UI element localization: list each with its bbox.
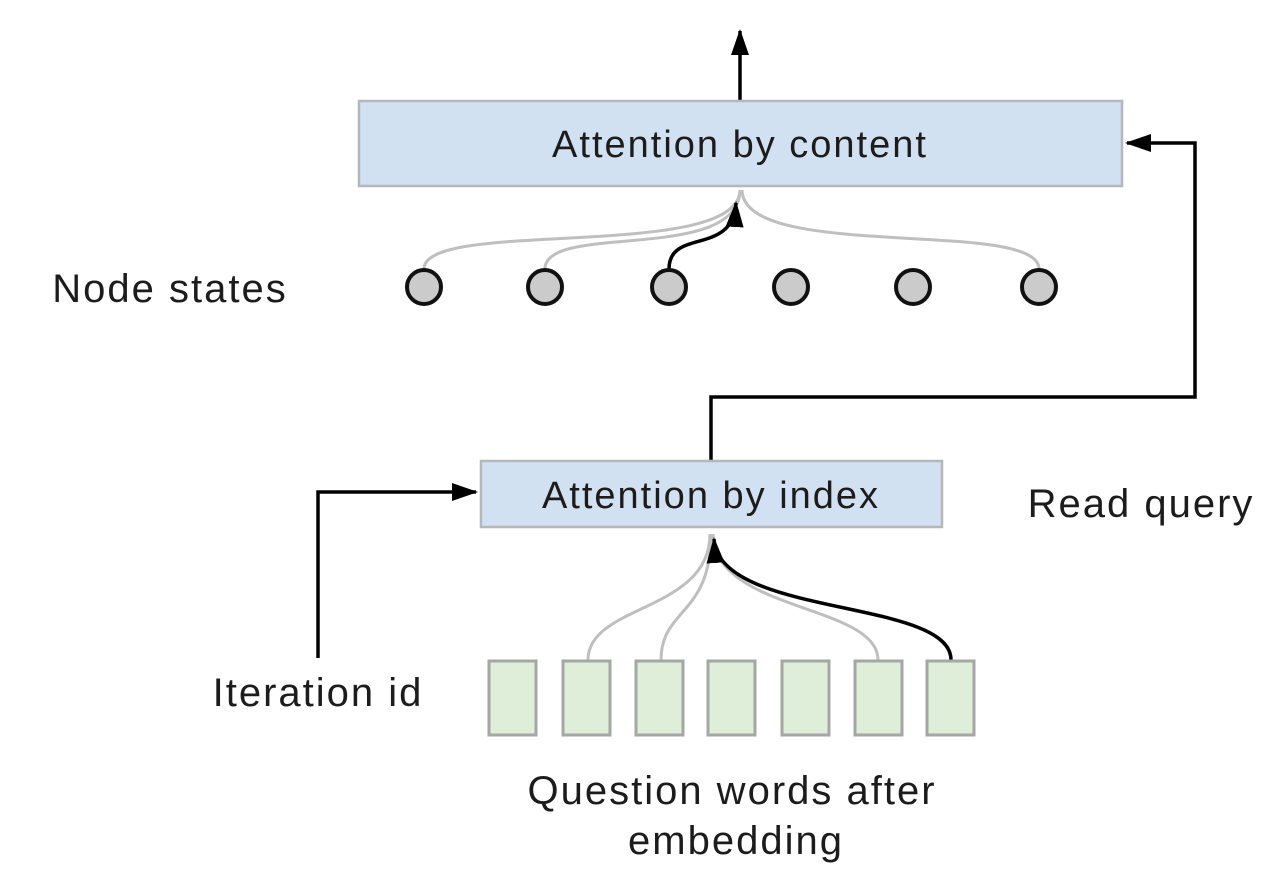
question-word-rect-4: [706, 659, 757, 737]
diagram-labels: Attention by content Attention by index …: [52, 124, 1255, 863]
selected-word-arrow: [706, 537, 953, 661]
fan-curve-node-2: [543, 189, 742, 270]
question-word-rect-7: [925, 659, 976, 737]
fan-curve-word-3: [659, 533, 713, 661]
black-connectors: [316, 29, 1197, 661]
question-word-rect-3: [634, 659, 685, 737]
iteration-id-connector: [316, 483, 478, 658]
read-query-connector: [709, 134, 1197, 461]
fan-curve-node-1: [422, 189, 742, 270]
node-state-circle-5: [894, 268, 932, 306]
iteration-id-label: Iteration id: [213, 671, 424, 715]
attention-by-index-label: Attention by index: [542, 475, 880, 517]
question-words-row: [487, 659, 976, 737]
fan-curve-node-6: [740, 189, 1041, 270]
attention-by-content-label: Attention by content: [552, 124, 928, 166]
attention-by-content-box: [357, 99, 1124, 188]
node-state-circle-3: [650, 268, 688, 306]
node-state-circle-6: [1020, 268, 1058, 306]
question-word-rect-2: [561, 659, 612, 737]
node-states-row: [405, 268, 1058, 306]
node-state-circle-4: [772, 268, 810, 306]
question-word-rect-5: [780, 659, 831, 737]
fan-curve-word-2: [586, 533, 712, 661]
question-word-rect-6: [853, 659, 904, 737]
selected-node-arrow: [667, 201, 744, 270]
word-fan-curves: [586, 533, 880, 661]
read-query-label: Read query: [1028, 482, 1255, 526]
node-state-circle-1: [405, 268, 443, 306]
question-words-label-line1: Question words after: [527, 769, 936, 813]
attention-by-index-box: [479, 459, 944, 529]
node-fan-curves: [422, 189, 1041, 270]
question-words-label-line2: embedding: [628, 819, 844, 863]
question-word-rect-1: [487, 659, 538, 737]
node-states-label: Node states: [52, 267, 287, 311]
node-state-circle-2: [526, 268, 564, 306]
